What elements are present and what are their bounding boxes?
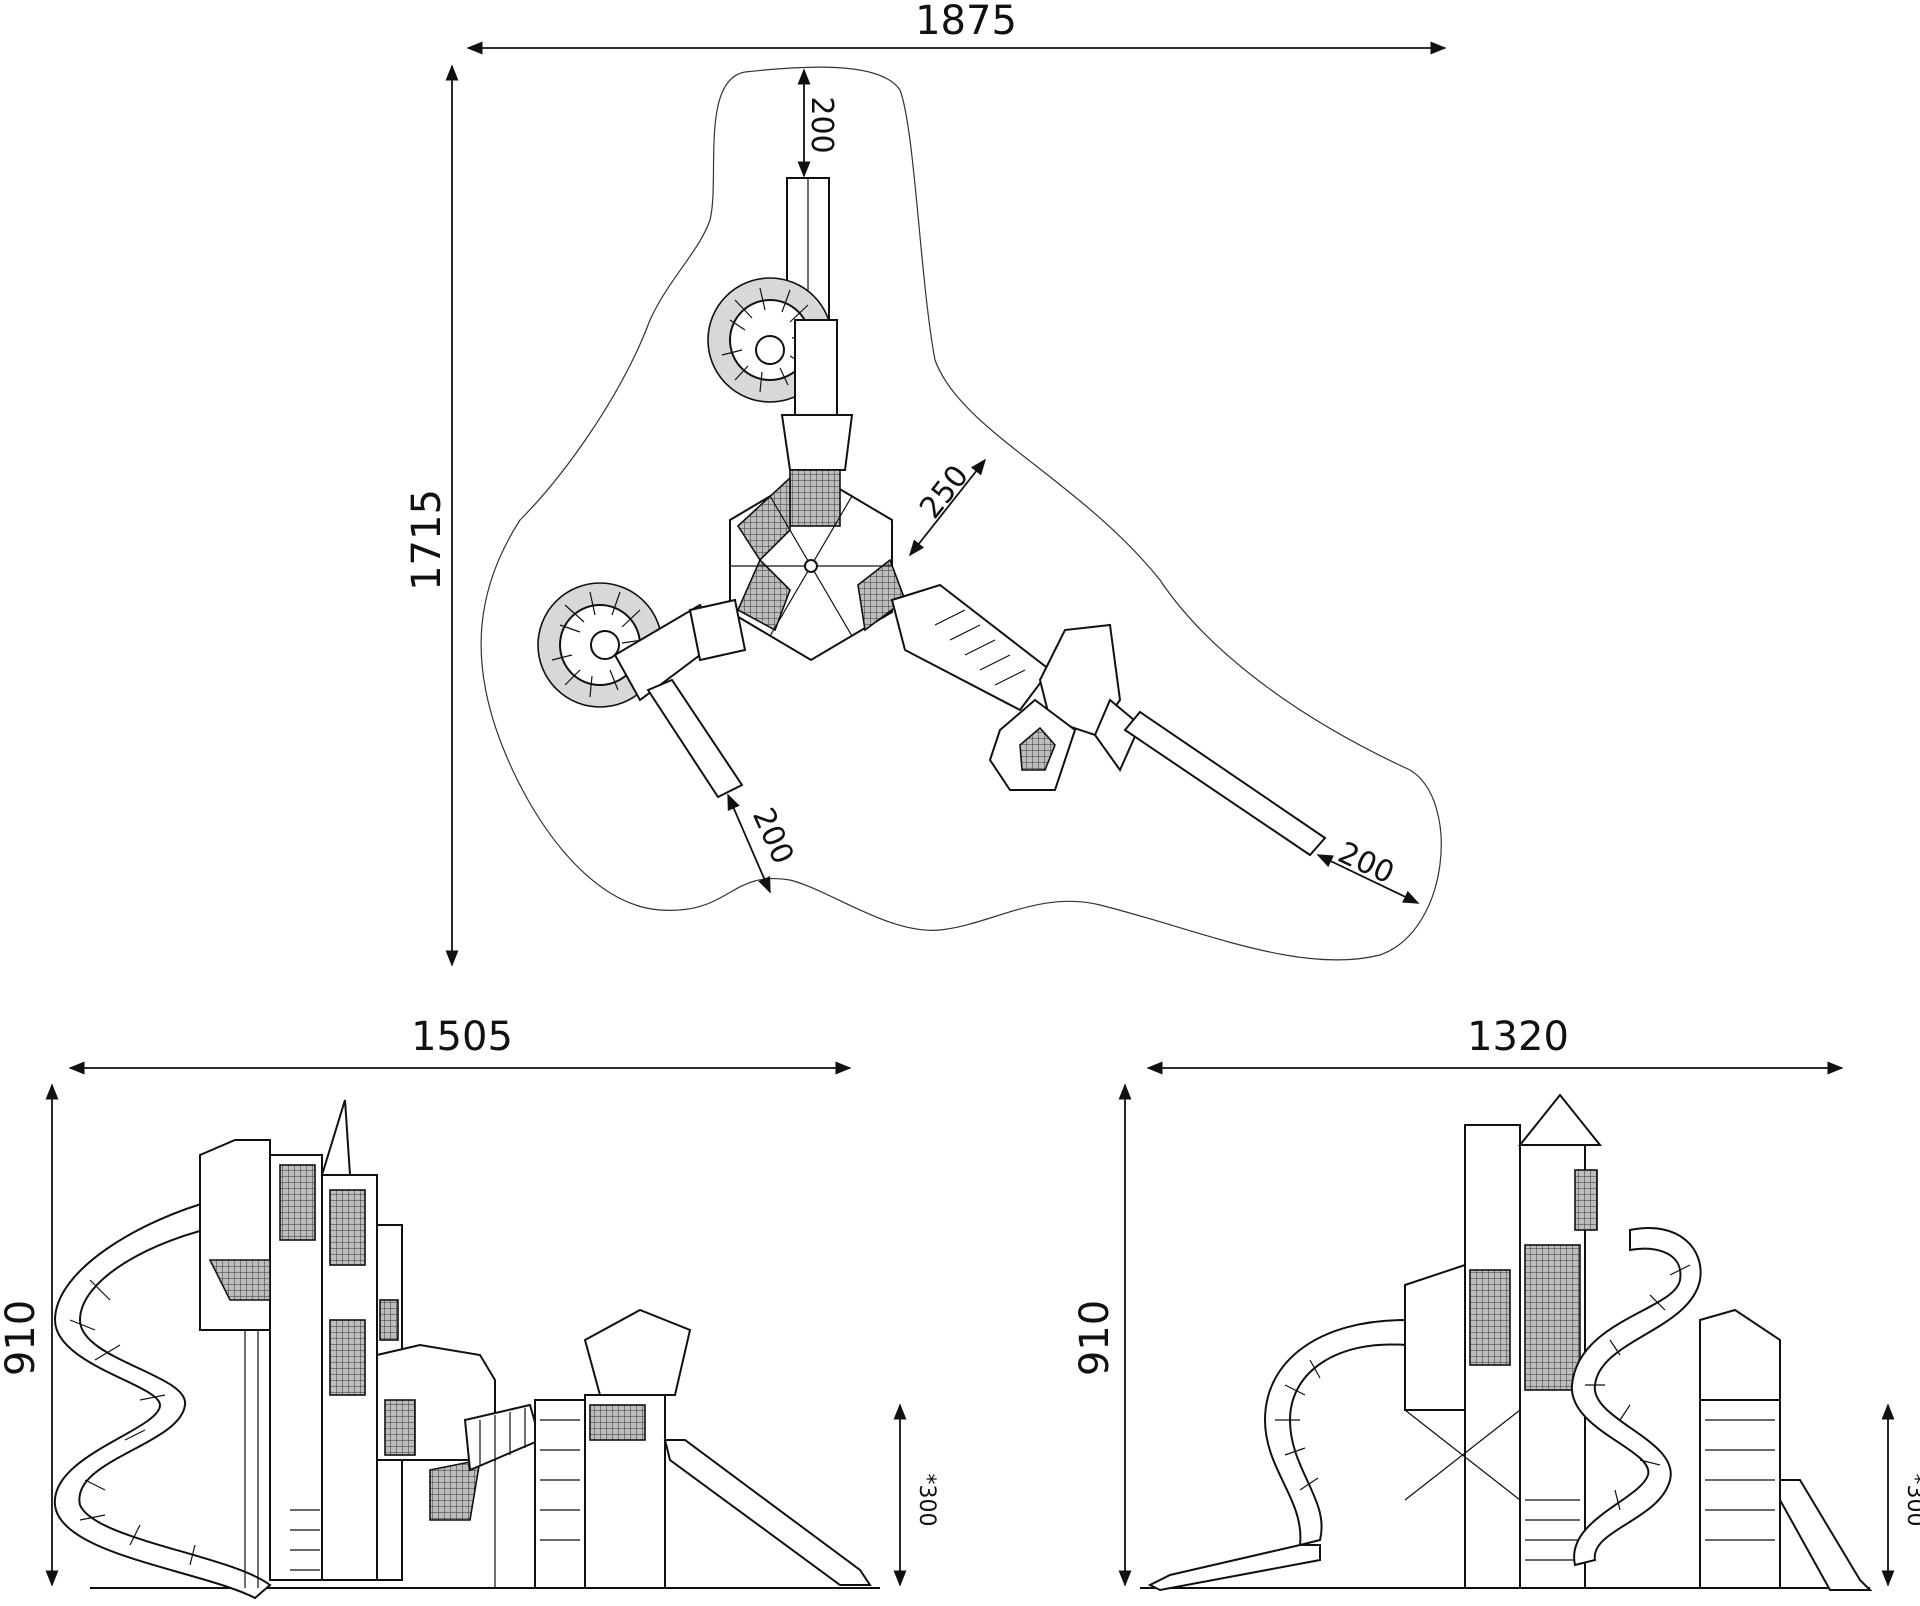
- right-slide-safety-dimension-line: [1316, 854, 1420, 904]
- front-height-label: 910: [0, 1300, 44, 1376]
- front-right-tower: [534, 1308, 692, 1589]
- bridge-dimension-line: [908, 458, 987, 557]
- right-straight-slide: [1123, 710, 1327, 857]
- front-straight-slide: [663, 1439, 872, 1586]
- side-view: 1320 910 *300: [1072, 1014, 1920, 1592]
- rope-bridge: [890, 583, 1052, 712]
- front-width-label: 1505: [411, 1014, 513, 1060]
- plan-width-label: 1875: [915, 0, 1017, 44]
- front-main-tower: [199, 1099, 403, 1588]
- side-spiral-tube-slide: [1570, 1227, 1702, 1567]
- side-main-tower: [1404, 1093, 1603, 1589]
- front-view: 1505 910 *300: [0, 1014, 939, 1600]
- top-spiral-tube-slide: [707, 277, 854, 471]
- side-right-tower: [1699, 1308, 1873, 1591]
- right-tower: [988, 623, 1142, 791]
- side-height-label: 910: [1072, 1300, 1118, 1376]
- left-slide-safety-label: 200: [745, 803, 800, 870]
- left-spiral-tube-slide: [537, 582, 747, 799]
- right-slide-safety-label: 200: [1333, 835, 1400, 891]
- side-fall-height-label: *300: [1902, 1474, 1920, 1527]
- side-tube-slide: [1147, 1318, 1406, 1592]
- safety-zone-outline: [480, 66, 1442, 961]
- central-hex-tower: [729, 469, 906, 662]
- bridge-clearance-label: 250: [913, 459, 976, 526]
- top-safety-label: 200: [804, 96, 839, 153]
- front-fall-height-label: *300: [914, 1474, 939, 1527]
- side-width-label: 1320: [1467, 1014, 1569, 1060]
- front-spiral-tube-slide: [53, 1198, 272, 1600]
- left-slide-safety-dimension-line: [727, 793, 771, 894]
- plan-view: 1875 1715 200: [404, 0, 1447, 967]
- plan-depth-label: 1715: [404, 489, 450, 591]
